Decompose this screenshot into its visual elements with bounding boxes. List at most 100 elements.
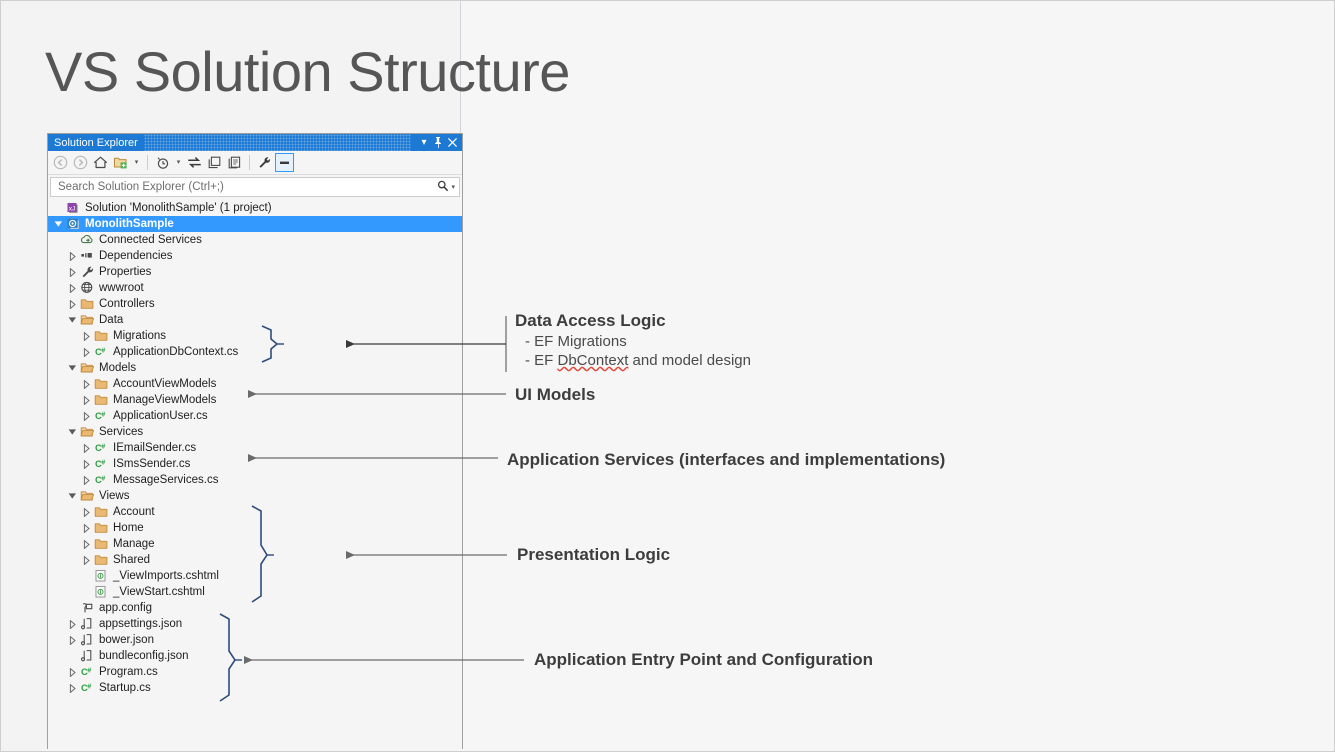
chevron-down-icon[interactable] bbox=[52, 220, 65, 228]
forward-icon[interactable] bbox=[71, 153, 90, 172]
tree-row[interactable]: Manage bbox=[48, 536, 462, 552]
chevron-right-icon[interactable] bbox=[80, 475, 93, 485]
csharp-icon: C# bbox=[79, 665, 96, 680]
pending-changes-dropdown-icon[interactable]: ▾ bbox=[176, 159, 181, 166]
chevron-down-icon[interactable] bbox=[66, 428, 79, 436]
tree-row[interactable]: Controllers bbox=[48, 296, 462, 312]
tree-row[interactable]: Connected Services bbox=[48, 232, 462, 248]
svg-text:#: # bbox=[87, 668, 91, 675]
tree-row[interactable]: wwwroot bbox=[48, 280, 462, 296]
tree-row[interactable]: Services bbox=[48, 424, 462, 440]
chevron-right-icon[interactable] bbox=[80, 411, 93, 421]
tree-row[interactable]: MonolithSample bbox=[48, 216, 462, 232]
chevron-right-icon[interactable] bbox=[66, 683, 79, 693]
tree-row[interactable]: app.config bbox=[48, 600, 462, 616]
chevron-right-icon[interactable] bbox=[80, 379, 93, 389]
tree-row[interactable]: Account bbox=[48, 504, 462, 520]
properties-wrench-icon bbox=[79, 265, 96, 280]
tree-row[interactable]: AccountViewModels bbox=[48, 376, 462, 392]
show-all-files-icon[interactable] bbox=[225, 153, 244, 172]
search-icon[interactable] bbox=[437, 180, 449, 195]
chevron-right-icon[interactable] bbox=[66, 619, 79, 629]
chevron-right-icon[interactable] bbox=[66, 667, 79, 677]
tree-row[interactable]: C#Startup.cs bbox=[48, 680, 462, 696]
chevron-right-icon[interactable] bbox=[66, 251, 79, 261]
new-folder-dropdown-icon[interactable]: ▾ bbox=[134, 159, 139, 166]
tree-row-label: Controllers bbox=[99, 297, 155, 310]
tree-row-label: ApplicationUser.cs bbox=[113, 409, 208, 422]
tree-row[interactable]: C#ApplicationUser.cs bbox=[48, 408, 462, 424]
svg-text:#: # bbox=[87, 684, 91, 691]
annotation-application-services-heading: Application Services (interfaces and imp… bbox=[507, 450, 946, 469]
tree-row[interactable]: C#ApplicationDbContext.cs bbox=[48, 344, 462, 360]
chevron-right-icon[interactable] bbox=[80, 539, 93, 549]
collapse-all-icon[interactable] bbox=[205, 153, 224, 172]
tree-row-label: Migrations bbox=[113, 329, 167, 342]
tree-row-label: ISmsSender.cs bbox=[113, 457, 191, 470]
solution-icon: xJ bbox=[65, 201, 82, 216]
tree-row[interactable]: appsettings.json bbox=[48, 616, 462, 632]
chevron-right-icon[interactable] bbox=[80, 347, 93, 357]
chevron-right-icon[interactable] bbox=[80, 555, 93, 565]
close-icon[interactable] bbox=[445, 135, 459, 150]
tree-row-label: MonolithSample bbox=[85, 217, 174, 230]
chevron-down-icon[interactable] bbox=[66, 492, 79, 500]
search-box[interactable]: ▾ bbox=[50, 177, 460, 197]
chevron-right-icon[interactable] bbox=[66, 283, 79, 293]
folder-icon bbox=[93, 329, 110, 344]
pending-changes-icon[interactable] bbox=[153, 153, 172, 172]
chevron-right-icon[interactable] bbox=[80, 443, 93, 453]
chevron-right-icon[interactable] bbox=[66, 267, 79, 277]
chevron-down-icon[interactable] bbox=[66, 364, 79, 372]
tree-row-label: Views bbox=[99, 489, 130, 502]
pin-icon[interactable] bbox=[431, 135, 445, 150]
tree-row-label: wwwroot bbox=[99, 281, 144, 294]
home-icon[interactable] bbox=[91, 153, 110, 172]
chevron-right-icon[interactable] bbox=[80, 523, 93, 533]
chevron-down-icon[interactable] bbox=[66, 316, 79, 324]
tree-row[interactable]: Home bbox=[48, 520, 462, 536]
tree-row[interactable]: bower.json bbox=[48, 632, 462, 648]
folder-icon bbox=[79, 297, 96, 312]
tree-row[interactable]: Migrations bbox=[48, 328, 462, 344]
chevron-right-icon[interactable] bbox=[80, 459, 93, 469]
tree-row[interactable]: C#MessageServices.cs bbox=[48, 472, 462, 488]
tree-row[interactable]: _ViewImports.cshtml bbox=[48, 568, 462, 584]
tree-row[interactable]: Views bbox=[48, 488, 462, 504]
svg-text:#: # bbox=[101, 460, 105, 467]
search-input[interactable] bbox=[56, 180, 438, 194]
tree-row[interactable]: C#ISmsSender.cs bbox=[48, 456, 462, 472]
tree-row[interactable]: Shared bbox=[48, 552, 462, 568]
chevron-right-icon[interactable] bbox=[66, 635, 79, 645]
svg-text:C: C bbox=[95, 459, 102, 470]
tree-row[interactable]: bundleconfig.json bbox=[48, 648, 462, 664]
tree-row-label: Home bbox=[113, 521, 144, 534]
chevron-down-icon[interactable]: ▾ bbox=[421, 136, 427, 148]
tree-row[interactable]: Dependencies bbox=[48, 248, 462, 264]
tree-row[interactable]: C#IEmailSender.cs bbox=[48, 440, 462, 456]
chevron-right-icon[interactable] bbox=[80, 331, 93, 341]
sync-with-active-document-icon[interactable] bbox=[185, 153, 204, 172]
tree-row-label: _ViewStart.cshtml bbox=[113, 585, 205, 598]
tree-row[interactable]: _ViewStart.cshtml bbox=[48, 584, 462, 600]
tree-row[interactable]: C#Program.cs bbox=[48, 664, 462, 680]
new-folder-icon[interactable] bbox=[111, 153, 130, 172]
csharp-icon: C# bbox=[93, 457, 110, 472]
properties-icon[interactable] bbox=[255, 153, 274, 172]
back-icon[interactable] bbox=[51, 153, 70, 172]
search-dropdown-icon[interactable]: ▾ bbox=[451, 183, 455, 191]
chevron-right-icon[interactable] bbox=[66, 299, 79, 309]
json-icon bbox=[79, 633, 96, 648]
tree-row-label: AccountViewModels bbox=[113, 377, 217, 390]
preview-selected-items-icon[interactable] bbox=[275, 153, 294, 172]
tree-row[interactable]: Properties bbox=[48, 264, 462, 280]
tree-row[interactable]: Data bbox=[48, 312, 462, 328]
chevron-right-icon[interactable] bbox=[80, 395, 93, 405]
annotation-data-access-bullet-2: - EF DbContext and model design bbox=[525, 352, 751, 369]
tree-row[interactable]: Models bbox=[48, 360, 462, 376]
chevron-right-icon[interactable] bbox=[80, 507, 93, 517]
tree-row[interactable]: ManageViewModels bbox=[48, 392, 462, 408]
annotation-data-access-heading: Data Access Logic bbox=[515, 311, 666, 330]
